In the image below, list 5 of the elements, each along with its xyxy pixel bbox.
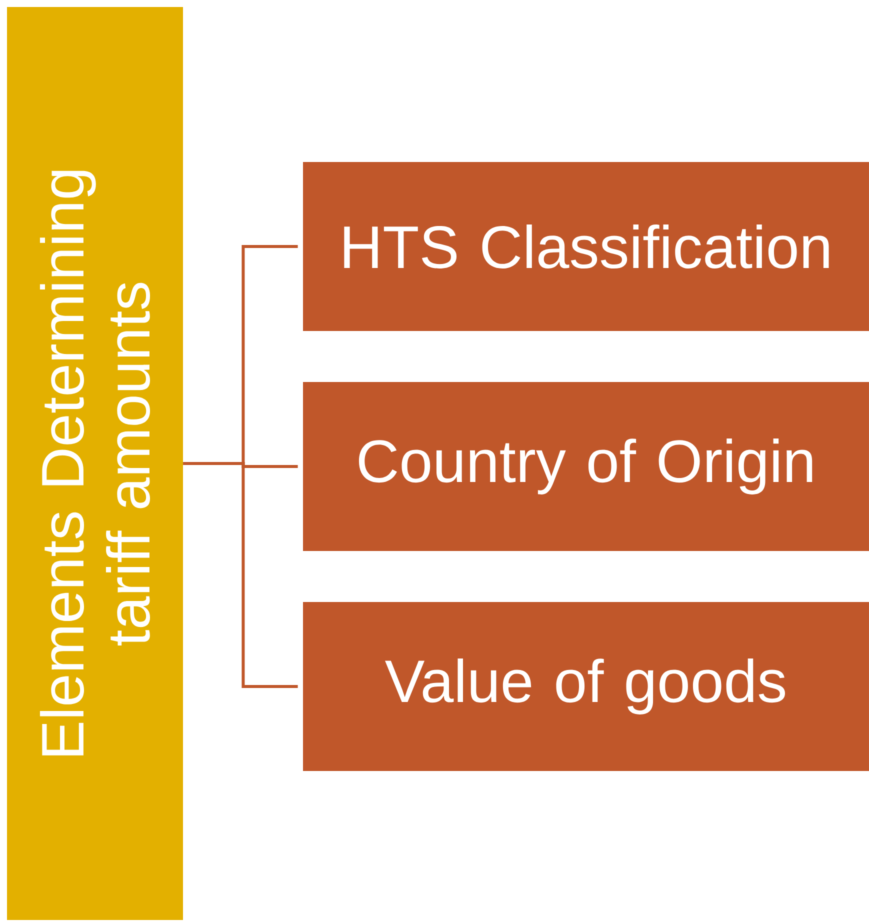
category-box: HTS Classification <box>303 162 869 331</box>
category-box: Value of goods <box>303 602 869 771</box>
connector-line <box>183 462 298 688</box>
category-box: Country of Origin <box>303 382 869 551</box>
title-bar: Elements Determining tariff amounts <box>7 7 183 920</box>
